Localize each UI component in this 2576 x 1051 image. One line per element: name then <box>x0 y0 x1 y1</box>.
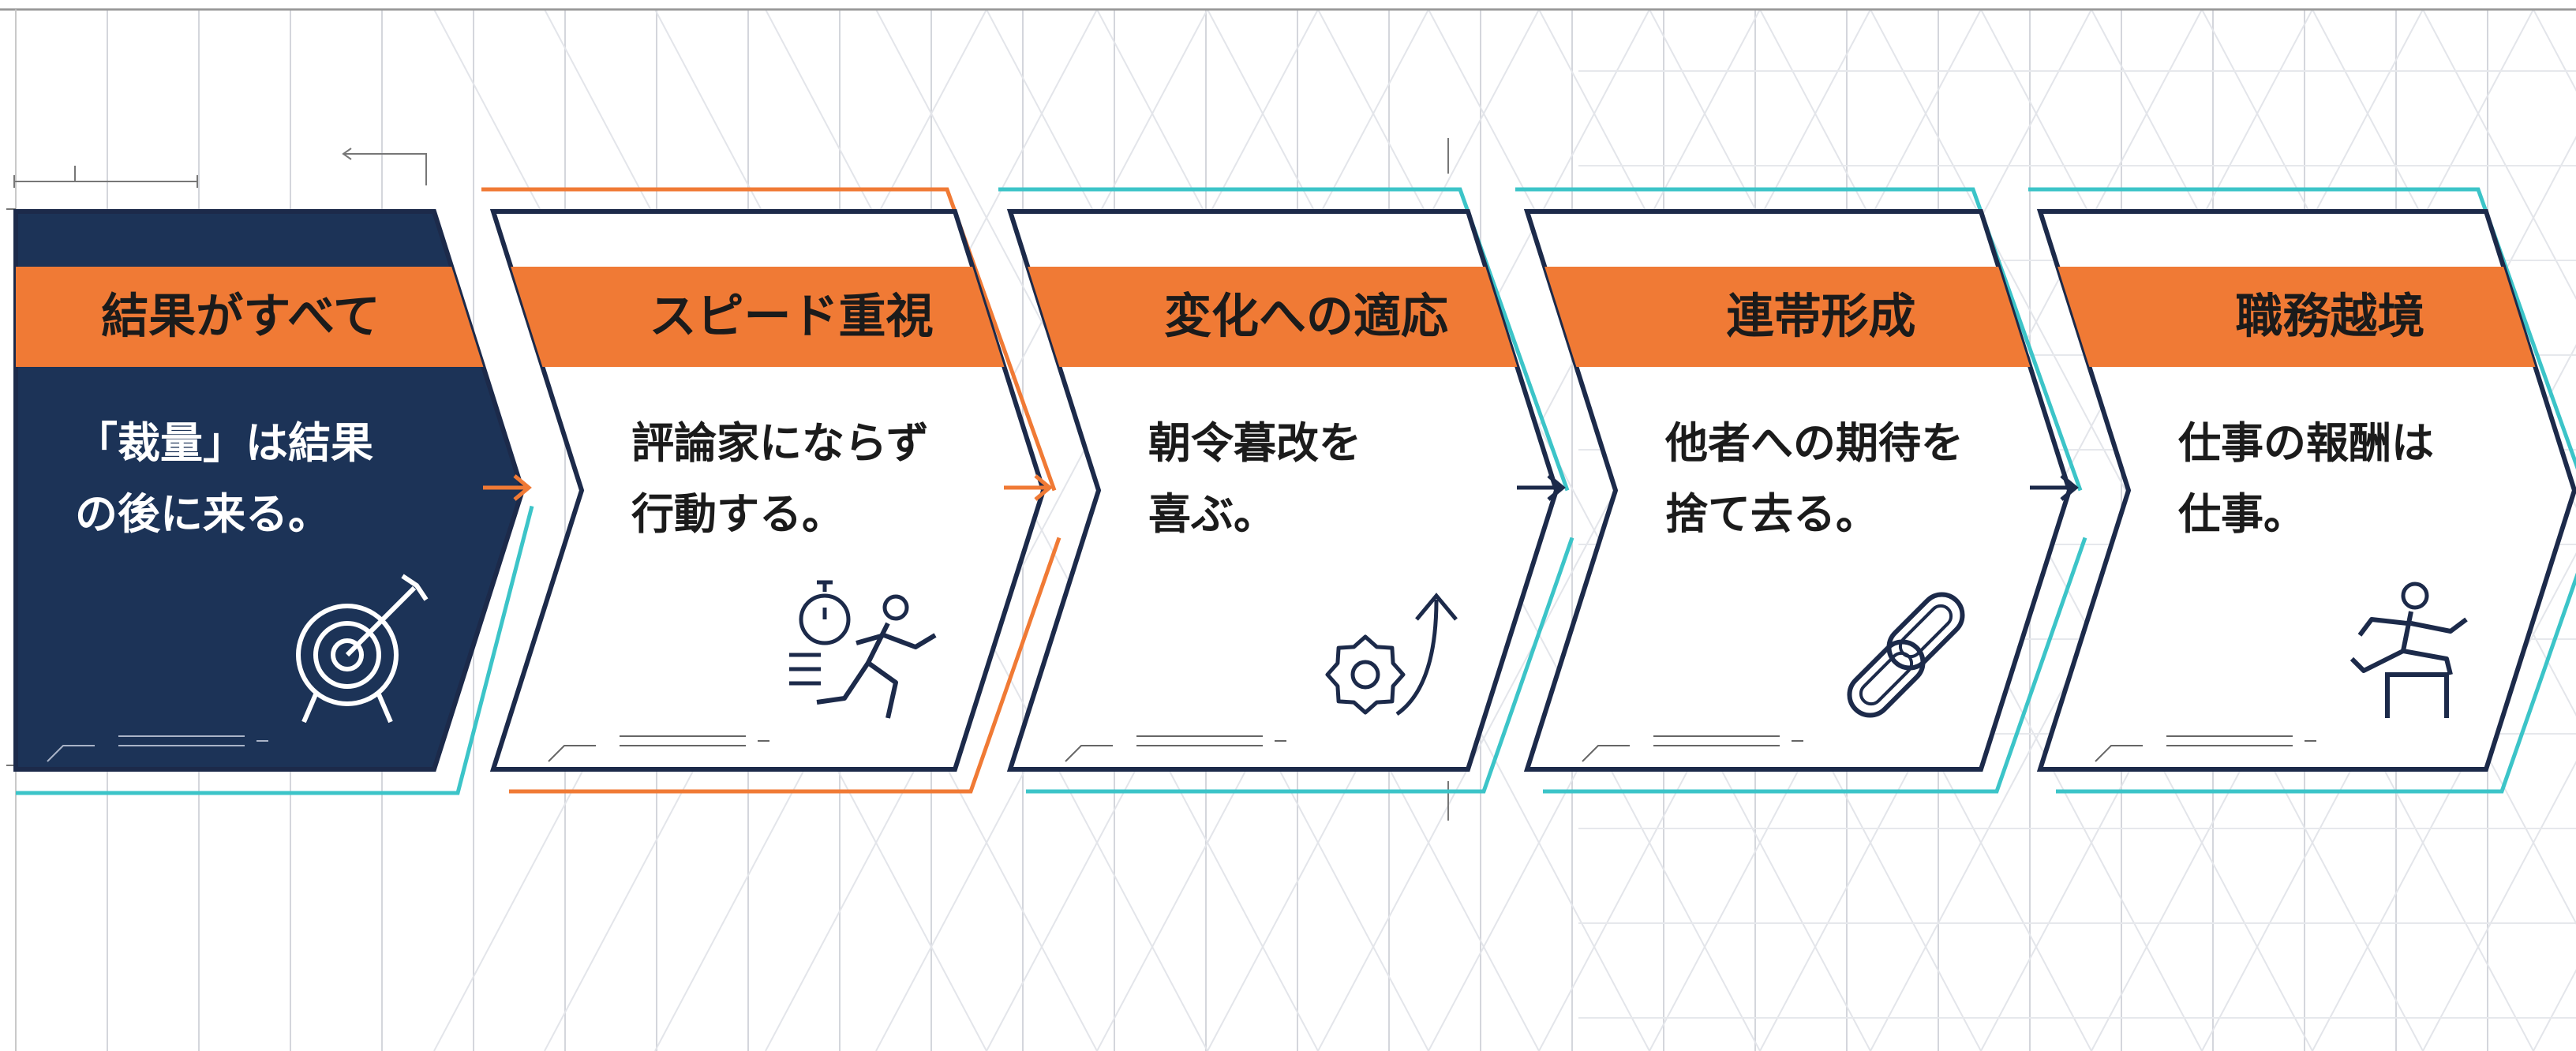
footer-marks <box>1065 735 1286 762</box>
footer-marks <box>47 735 268 762</box>
accent-outline-top <box>998 187 1570 492</box>
accent-outline-bottom <box>509 537 1061 794</box>
accent-outline <box>16 505 534 795</box>
step-description-line-1: 「裁量」は結果 <box>75 418 373 468</box>
chain-link-icon <box>1847 592 1965 718</box>
accent-outline-top <box>1515 187 2083 492</box>
footer-marks <box>1582 735 1803 762</box>
title-band <box>1544 267 2031 367</box>
step-title: 職務越境 <box>2236 290 2425 345</box>
title-band <box>2057 267 2536 367</box>
step-description-line-2: 仕事。 <box>2178 489 2306 539</box>
step-title: 変化への適応 <box>1164 290 1448 345</box>
flow-arrow-icon <box>1517 474 1566 501</box>
accent-outline-bottom <box>2056 572 2576 794</box>
step-title: スピード重視 <box>650 290 934 345</box>
step-description-line-1: 仕事の報酬は <box>2178 418 2434 468</box>
title-band <box>511 267 1005 367</box>
flow-arrow-icon <box>1004 474 1053 501</box>
footer-marks <box>548 735 769 762</box>
title-band <box>1028 267 1518 367</box>
step-description-line-2: 行動する。 <box>631 489 844 539</box>
accent-outline-bottom <box>1543 537 2087 794</box>
running-stopwatch-icon <box>789 580 937 719</box>
target-icon <box>296 574 429 724</box>
flow-arrow-icon <box>2030 474 2079 501</box>
step-description-line-1: 他者への期待を <box>1664 418 1964 468</box>
accent-outline-bottom <box>1026 537 1574 794</box>
accent-outline-top <box>481 187 1057 492</box>
title-band <box>16 267 484 367</box>
hurdle-runner-icon <box>2349 582 2468 718</box>
flow-arrow-icon <box>483 474 532 501</box>
gear-up-arrow-icon <box>1325 593 1458 716</box>
step-title: 結果がすべて <box>101 290 380 345</box>
accent-outline-top <box>2028 187 2576 470</box>
step-description-line-1: 朝令暮改を <box>1148 418 1361 468</box>
step-description-line-2: 捨て去る。 <box>1665 489 1878 539</box>
step-title: 連帯形成 <box>1727 290 1916 345</box>
step-description-line-2: 喜ぶ。 <box>1148 489 1276 539</box>
step-description-line-2: の後に来る。 <box>75 489 331 539</box>
footer-marks <box>2095 735 2316 762</box>
step-description-line-1: 評論家にならず <box>631 418 929 468</box>
